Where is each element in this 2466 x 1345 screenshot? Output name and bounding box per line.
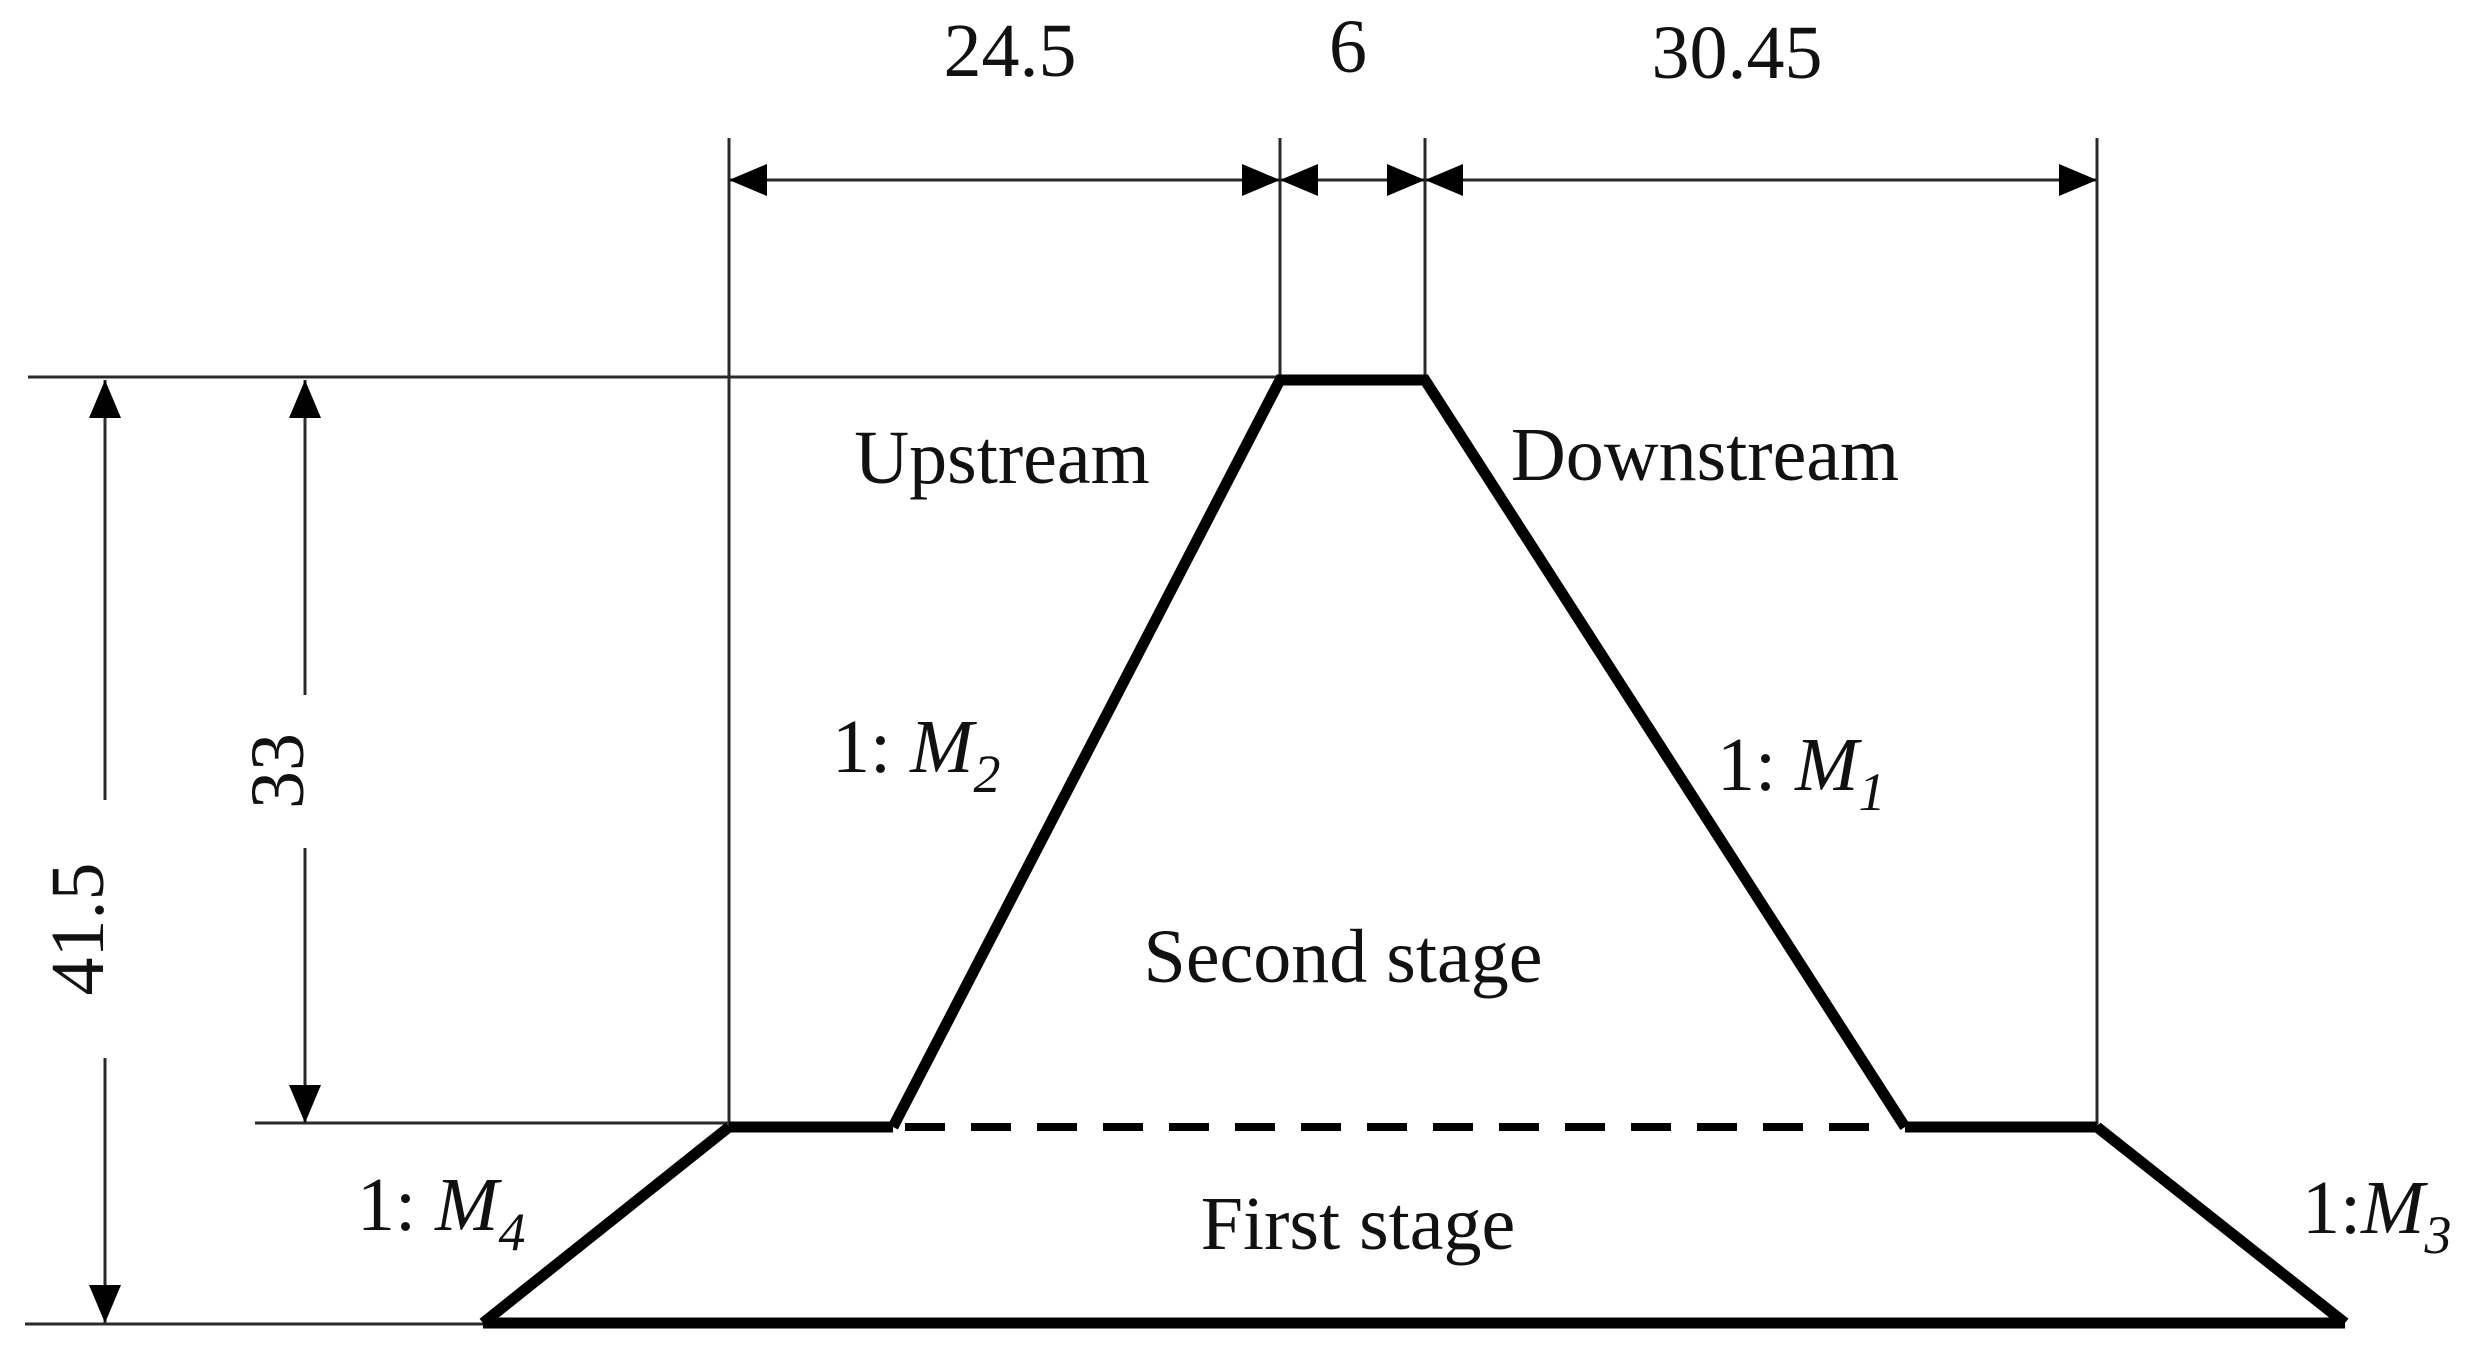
first-stage-label: First stage bbox=[1201, 1182, 1516, 1266]
arrowhead-33-down-icon bbox=[289, 1085, 321, 1123]
arrowhead-30-45-left-icon bbox=[1425, 164, 1463, 196]
slope-label-m1: 1: M1 bbox=[1717, 723, 1885, 822]
slope-label-m4: 1: M4 bbox=[357, 1163, 525, 1262]
upstream-label: Upstream bbox=[854, 416, 1149, 500]
downstream-label: Downstream bbox=[1511, 413, 1899, 497]
second-stage-label: Second stage bbox=[1144, 915, 1543, 999]
dim-label-24-5: 24.5 bbox=[944, 9, 1077, 93]
arrowhead-right-icon bbox=[2059, 164, 2097, 196]
arrowhead-6-left-icon bbox=[1280, 164, 1318, 196]
first-stage-left-slope-line bbox=[479, 1122, 733, 1328]
arrowhead-6-right-icon bbox=[1387, 164, 1425, 196]
arrowhead-33-up-icon bbox=[289, 380, 321, 418]
second-stage-outline bbox=[888, 374, 1910, 1130]
dim-label-30-45: 30.45 bbox=[1652, 11, 1823, 95]
arrowhead-left-icon bbox=[729, 164, 767, 196]
dim-label-41-5: 41.5 bbox=[36, 863, 120, 996]
arrowhead-41-5-up-icon bbox=[89, 380, 121, 418]
dim-label-33: 33 bbox=[236, 733, 320, 809]
slope-label-m2: 1: M2 bbox=[832, 705, 1000, 804]
first-stage-right-slope-line bbox=[2093, 1122, 2349, 1328]
slope-label-m3: 1:M3 bbox=[2302, 1166, 2451, 1265]
dim-label-6: 6 bbox=[1329, 5, 1367, 89]
arrowhead-41-5-down-icon bbox=[89, 1285, 121, 1323]
arrowhead-24-5-right-icon bbox=[1242, 164, 1280, 196]
